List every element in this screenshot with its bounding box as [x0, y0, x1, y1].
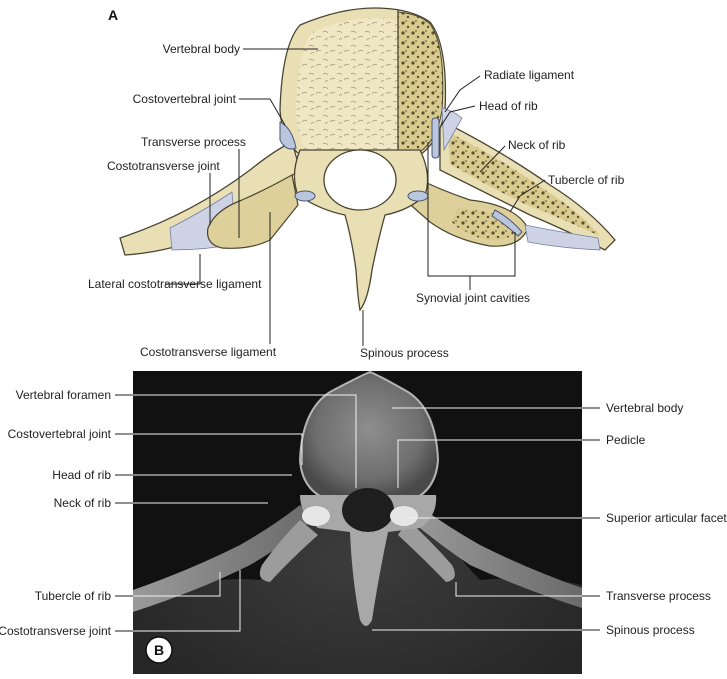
label-a-head-of-rib: Head of rib: [479, 99, 538, 113]
label-a-neck-of-rib: Neck of rib: [508, 138, 566, 152]
left-transverse-process: [206, 174, 299, 249]
label-a-costotransverse-joint: Costotransverse joint: [107, 159, 220, 173]
label-b-superior-articular-facet: Superior articular facet: [606, 511, 727, 525]
ct-left-rib: [133, 505, 312, 612]
ct-neural-arch: [300, 495, 437, 626]
label-a-spinous-process: Spinous process: [360, 346, 449, 360]
label-b-costotransverse-joint: Costotransverse joint: [0, 624, 112, 638]
label-b-spinous-process: Spinous process: [606, 623, 695, 637]
right-lateral-ligament: [524, 224, 601, 251]
vertebral-foramen: [323, 149, 397, 211]
label-b-tubercle-of-rib: Tubercle of rib: [35, 589, 112, 603]
left-facet: [294, 190, 316, 202]
right-rib-cancellous: [448, 132, 600, 236]
right-head-cartilage: [431, 117, 440, 159]
right-radiate-ligament: [441, 107, 463, 152]
label-a-tubercle-of-rib: Tubercle of rib: [548, 173, 625, 187]
panel-a-letter: A: [108, 7, 118, 23]
panel-b-letter: B: [154, 642, 164, 658]
label-b-neck-of-rib: Neck of rib: [54, 496, 112, 510]
ct-right-rib: [410, 505, 582, 608]
vertebral-body-trabecular: [296, 18, 398, 150]
ct-left-facet: [302, 506, 330, 526]
panel-a: A: [88, 7, 625, 360]
vertebral-body-cut: [397, 11, 444, 153]
right-facet: [407, 190, 429, 202]
right-tubercle-cartilage: [491, 209, 523, 237]
label-b-head-of-rib: Head of rib: [52, 468, 111, 482]
label-a-radiate-ligament: Radiate ligament: [484, 68, 575, 82]
left-costovertebral-joint: [279, 121, 297, 150]
label-a-vertebral-body: Vertebral body: [163, 42, 240, 56]
ct-right-facet: [390, 506, 418, 526]
ct-vertebral-foramen: [342, 488, 394, 532]
label-b-pedicle: Pedicle: [606, 433, 646, 447]
label-b-costovertebral-joint: Costovertebral joint: [8, 427, 112, 441]
label-a-lateral-costotransverse-ligament: Lateral costotransverse ligament: [88, 277, 262, 291]
panel-b: B Vertebral foramen Costovertebral joint…: [0, 370, 727, 674]
label-b-transverse-process: Transverse process: [606, 589, 711, 603]
label-b-vertebral-body: Vertebral body: [606, 401, 683, 415]
ct-right-transverse-process: [398, 520, 455, 582]
right-transverse-process-cancellous: [452, 208, 518, 241]
label-a-transverse-process: Transverse process: [141, 135, 246, 149]
label-a-synovial-joint-cavities: Synovial joint cavities: [416, 291, 530, 305]
label-a-costovertebral-joint: Costovertebral joint: [133, 92, 237, 106]
panel-b-badge: [145, 636, 173, 664]
ct-left-transverse-process: [259, 520, 318, 582]
label-a-costotransverse-ligament: Costotransverse ligament: [140, 345, 277, 359]
label-b-vertebral-foramen: Vertebral foramen: [16, 388, 111, 402]
